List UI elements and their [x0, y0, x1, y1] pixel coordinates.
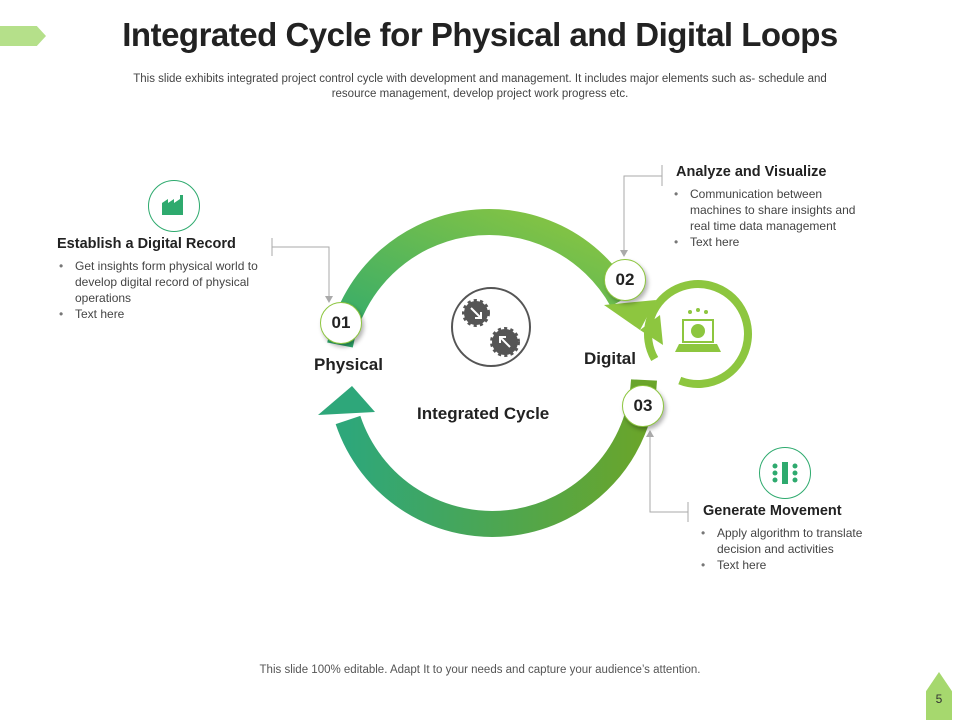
bullet: Get insights form physical world to deve… [57, 258, 267, 306]
factory-icon [162, 195, 183, 215]
step-heading: Generate Movement [703, 503, 842, 519]
digital-loop-circle [644, 280, 753, 388]
bullet: Text here [57, 306, 267, 322]
bullet: Communication between machines to share … [672, 186, 857, 234]
bottom-arrowhead [318, 386, 375, 415]
factory-icon-circle [148, 180, 200, 232]
page-title: Integrated Cycle for Physical and Digita… [122, 16, 838, 53]
step-01-block: Establish a Digital Record Get insights … [57, 236, 267, 322]
bullet: Text here [699, 557, 899, 573]
network-icon [772, 462, 798, 484]
network-icon-circle [759, 447, 811, 499]
step-number-03: 03 [622, 385, 664, 427]
gears-icon [451, 287, 531, 367]
step-heading: Analyze and Visualize [676, 164, 827, 180]
laptop-globe-icon [675, 308, 721, 352]
title-accent-arrow [0, 26, 46, 46]
step-02-block: Analyze and Visualize Communication betw… [672, 164, 857, 250]
step-number-01: 01 [320, 302, 362, 344]
step-03-block: Generate Movement Apply algorithm to tra… [699, 503, 899, 573]
top-arc-arrow [327, 208, 634, 348]
page-subtitle: This slide exhibits integrated project c… [133, 73, 827, 100]
center-label: Integrated Cycle [417, 404, 550, 423]
bullet: Text here [672, 234, 857, 250]
digital-label: Digital [584, 349, 636, 368]
step-number-02: 02 [604, 259, 646, 301]
bottom-arc-arrow [335, 379, 657, 537]
step-heading: Establish a Digital Record [57, 236, 236, 252]
top-arrowhead [604, 300, 656, 330]
bullet: Apply algorithm to translate decision an… [699, 525, 899, 557]
physical-label: Physical [314, 355, 383, 374]
footer-note: This slide 100% editable. Adapt It to yo… [259, 664, 701, 676]
